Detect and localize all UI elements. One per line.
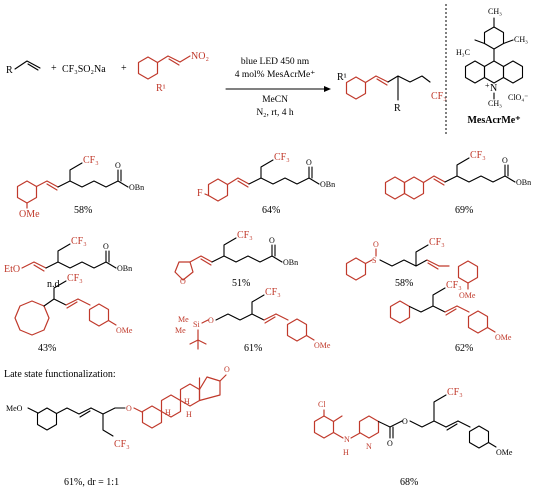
p5-yield: 51% [232, 278, 250, 289]
p2-yield: 64% [262, 205, 280, 216]
p9-ome: OMe [495, 333, 512, 342]
plus-2: + [121, 63, 127, 74]
product-5: O CF₃ O OBn 51% [174, 230, 298, 289]
product-9: CF₃ OMe 62% [389, 280, 512, 354]
p5-cf3: CF₃ [237, 230, 253, 241]
catalyst-ch3-top: CH₃ [488, 7, 502, 16]
p3-obn: OBn [516, 178, 531, 187]
r1-label-reagent: R¹ [156, 83, 166, 94]
p6-yield: 58% [395, 278, 413, 289]
p11-n: N [344, 435, 350, 444]
p10-cf3: CF₃ [114, 439, 130, 450]
catalyst-counterion: ClO₄⁻ [508, 93, 528, 102]
p11-carbonyl-o: O [387, 439, 393, 448]
p1-cf3: CF₃ [83, 155, 99, 166]
catalyst-n-plus: + [485, 81, 490, 90]
p4-yield: n.d [47, 279, 60, 290]
product-r-label: R [394, 103, 401, 114]
p6-s: S [372, 256, 376, 265]
p6-o: O [373, 240, 379, 249]
catalyst-n-label: N [490, 83, 497, 94]
catalyst-name: MesAcrMe⁺ [467, 115, 520, 126]
p6-cf3: CF₃ [429, 237, 445, 248]
p11-h: H [343, 448, 349, 457]
product-8: Me Me Si O CF₃ OMe 61% [175, 287, 331, 354]
no2-label: NO₂ [191, 51, 209, 62]
p8-me-left: Me [175, 326, 186, 335]
p1-obn: OBn [129, 183, 144, 192]
p10-h2: H [165, 408, 171, 417]
product-cf3-label: CF₃ [431, 91, 447, 102]
p10-h3: H [186, 410, 192, 419]
nitrostyrene-reagent: NO₂ R¹ [137, 51, 209, 94]
product-r1-label: R¹ [337, 72, 347, 83]
p8-si: Si [193, 320, 200, 329]
p7-yield: 43% [38, 343, 56, 354]
product-4: EtO CF₃ O OBn n.d [4, 236, 132, 290]
p1-yield: 58% [74, 205, 92, 216]
p8-me-top: Me [178, 315, 189, 324]
p11-ester-o: O [402, 417, 408, 426]
p1-ome: OMe [19, 209, 40, 220]
p11-yield: 68% [400, 477, 418, 488]
p8-cf3: CF₃ [265, 287, 281, 298]
catalyst-n-methyl: CH₃ [488, 99, 502, 108]
p3-yield: 69% [455, 205, 473, 216]
p4-o: O [103, 242, 109, 251]
p3-cf3: CF₃ [470, 150, 486, 161]
general-product: R¹ R CF₃ [337, 72, 447, 114]
p5-o: O [269, 236, 275, 245]
p10-ketone-o: O [224, 365, 230, 374]
alkene-reagent: R [6, 60, 41, 76]
p5-o-ring: O [180, 277, 186, 286]
p2-f: F [197, 188, 203, 199]
p1-o: O [115, 161, 121, 170]
plus-1: + [51, 63, 57, 74]
p11-pyridine-n: N [366, 442, 372, 451]
p11-cf3: CF₃ [447, 387, 463, 398]
p11-cl: Cl [318, 400, 326, 409]
reaction-header: R + CF₃SO₂Na + NO₂ R¹ blue LED 450 nm 4 … [6, 51, 447, 118]
p10-meo: MeO [6, 404, 23, 413]
condition-atmosphere: N₂, rt, 4 h [256, 108, 294, 118]
p9-yield: 62% [455, 343, 473, 354]
product-1: OMe CF₃ O OBn 58% [16, 155, 144, 220]
p10-h1: H [184, 397, 190, 406]
r-label: R [6, 65, 13, 76]
p4-eto: EtO [4, 264, 20, 275]
catalyst-h3c-left: H₃C [456, 48, 470, 57]
p3-o: O [502, 156, 508, 165]
p9-cf3: CF₃ [446, 280, 462, 291]
p8-o: O [208, 316, 214, 325]
condition-light: blue LED 450 nm [241, 57, 310, 67]
cf3so2na-label: CF₃SO₂Na [62, 64, 106, 75]
late-stage-header: Late state functionalization: [4, 369, 116, 380]
product-11: Cl N H N O O CF₃ OMe 68% [313, 387, 513, 488]
p2-cf3: CF₃ [274, 152, 290, 163]
product-7: CF₃ OMe 43% [14, 273, 133, 354]
p6-ome: OMe [459, 291, 476, 300]
reaction-arrow [225, 86, 331, 92]
p8-yield: 61% [244, 343, 262, 354]
p7-ome: OMe [116, 326, 133, 335]
p2-o: O [306, 158, 312, 167]
p10-yield: 61%, dr = 1:1 [64, 477, 119, 488]
product-3: CF₃ O OBn 69% [384, 150, 531, 216]
p8-ome: OMe [314, 341, 331, 350]
p4-obn: OBn [117, 264, 132, 273]
product-10: MeO CF₃ O O H H H 61%, dr = 1:1 [6, 365, 230, 488]
product-2: F CF₃ O OBn 64% [197, 152, 335, 216]
condition-solvent: MeCN [262, 95, 288, 105]
product-6: S O CF₃ OMe 58% [345, 237, 479, 300]
condition-catalyst: 4 mol% MesAcrMe⁺ [235, 70, 315, 80]
catalyst-ch3-right: CH₃ [514, 35, 528, 44]
p10-o: O [126, 404, 132, 413]
p5-obn: OBn [283, 258, 298, 267]
p7-cf3: CF₃ [67, 273, 83, 284]
p4-cf3: CF₃ [71, 236, 87, 247]
catalyst-structure: CH₃ CH₃ H₃C N + CH₃ ClO₄⁻ MesAcrMe⁺ [456, 7, 528, 126]
p11-ome: OMe [496, 448, 513, 457]
p2-obn: OBn [320, 180, 335, 189]
